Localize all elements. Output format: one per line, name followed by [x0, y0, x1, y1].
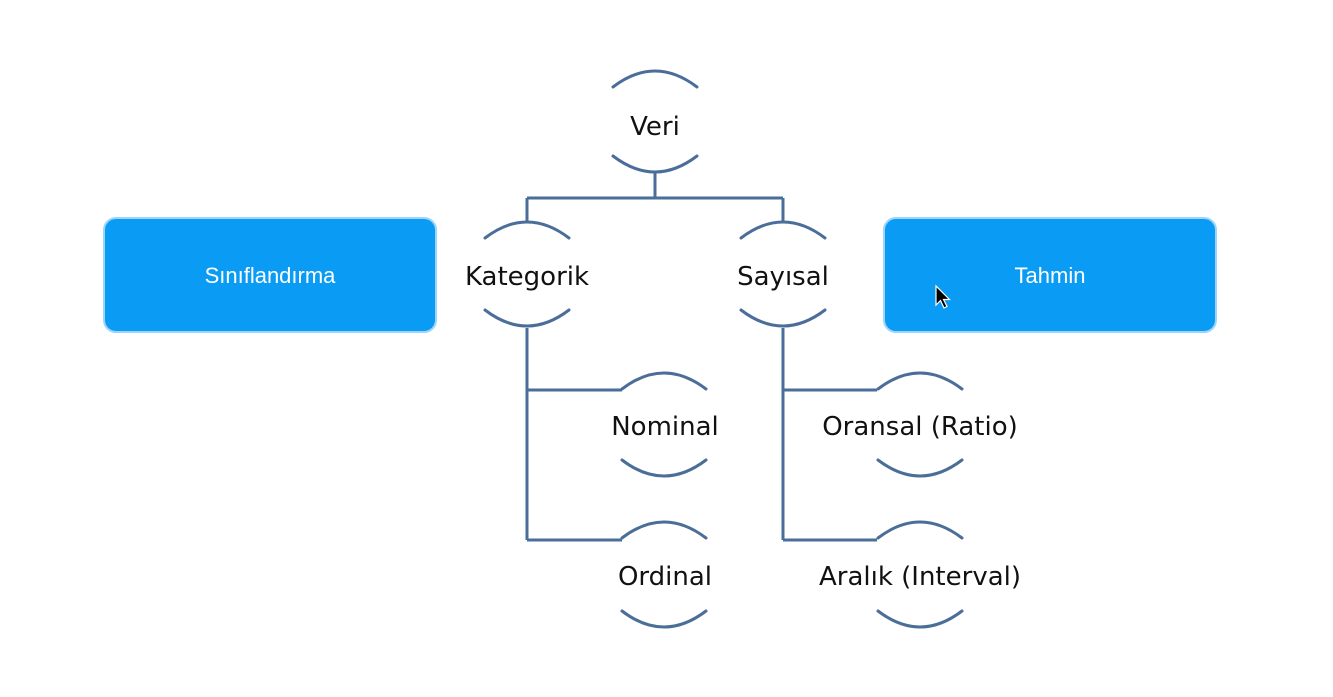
- categorical-node-bottom-arc: [483, 308, 571, 328]
- classification-box[interactable]: Sınıflandırma: [103, 217, 437, 333]
- categorical-node-top-arc: [483, 220, 571, 240]
- prediction-box[interactable]: Tahmin: [883, 217, 1217, 333]
- interval-node-label: Aralık (Interval): [819, 562, 1021, 592]
- nominal-node-top-arc: [620, 371, 708, 391]
- ordinal-node-label: Ordinal: [618, 562, 712, 592]
- nominal-node-label: Nominal: [611, 412, 719, 442]
- ordinal-node-top-arc: [620, 520, 708, 540]
- classification-box-label: Sınıflandırma: [205, 263, 337, 288]
- ordinal-node-bottom-arc: [620, 609, 708, 629]
- numerical-node-bottom-arc: [739, 308, 827, 328]
- interval-node-top-arc: [876, 520, 964, 540]
- interval-node-bottom-arc: [876, 609, 964, 629]
- root-node-label: Veri: [630, 112, 680, 142]
- nominal-node-bottom-arc: [620, 458, 708, 478]
- numerical-node-label: Sayısal: [737, 262, 829, 292]
- ratio-node-label: Oransal (Ratio): [822, 412, 1018, 442]
- mouse-pointer-icon: [935, 284, 951, 309]
- ratio-node-bottom-arc: [876, 458, 964, 478]
- root-node-top-arc: [611, 69, 699, 89]
- prediction-box-label: Tahmin: [1015, 263, 1086, 288]
- root-node-bottom-arc: [611, 154, 699, 174]
- ratio-node-top-arc: [876, 371, 964, 391]
- categorical-node-label: Kategorik: [465, 262, 589, 292]
- numerical-node-top-arc: [739, 220, 827, 240]
- connector-lines: [525, 173, 877, 542]
- node-arcs: [483, 69, 964, 629]
